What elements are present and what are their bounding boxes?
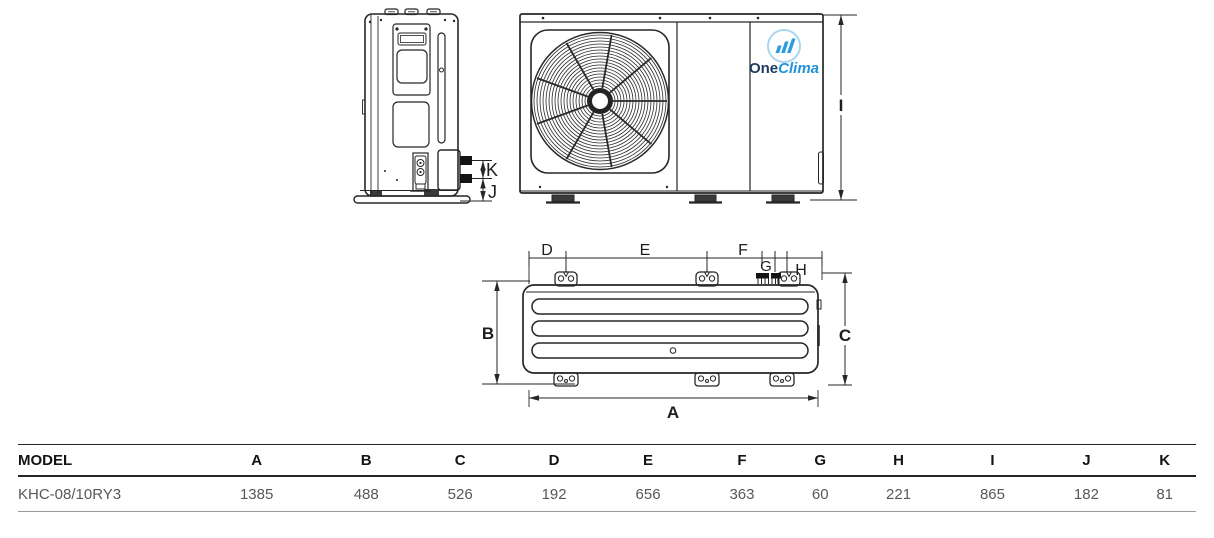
col-header-k: K: [1159, 452, 1171, 469]
cell-c: 526: [447, 486, 473, 503]
col-header-a: A: [251, 452, 263, 469]
cell-k: 81: [1156, 486, 1174, 503]
dim-label-k: K: [486, 160, 498, 180]
col-header-c: C: [454, 452, 466, 469]
dim-label-d: D: [541, 242, 553, 259]
front-view-drawing: OneClima I: [519, 13, 857, 204]
col-header-model: MODEL: [18, 452, 73, 469]
side-view-drawing: K J: [353, 8, 498, 204]
cell-j: 182: [1073, 486, 1099, 503]
dim-label-h: H: [795, 262, 807, 279]
logo-text-clima: Clima: [778, 60, 819, 77]
logo-text: OneClima: [749, 60, 819, 77]
logo-text-one: One: [749, 60, 778, 77]
brand-logo: OneClima: [749, 29, 819, 77]
col-header-d: D: [548, 452, 560, 469]
dim-label-j: J: [488, 182, 497, 202]
dimensions-table: MODEL A B C D E F G H I J K KHC-08/10RY3: [18, 444, 1196, 512]
cell-i: 865: [979, 486, 1005, 503]
logo-bars-icon: [775, 38, 796, 53]
dim-label-i: I: [839, 96, 844, 115]
bottom-feet: [553, 372, 795, 387]
col-header-h: H: [893, 452, 904, 469]
col-header-g: G: [814, 452, 827, 469]
cell-d: 192: [541, 486, 567, 503]
cell-f: 363: [729, 486, 755, 503]
cell-b: 488: [353, 486, 379, 503]
col-header-e: E: [643, 452, 654, 469]
fan-grille: [530, 31, 670, 171]
dim-label-b: B: [482, 324, 494, 343]
dim-label-e: E: [640, 242, 651, 259]
table-header-row: MODEL A B C D E F G H I J K: [18, 444, 1196, 476]
dim-label-c: C: [839, 326, 851, 345]
col-header-j: J: [1082, 452, 1091, 469]
cell-e: 656: [635, 486, 661, 503]
col-header-f: F: [737, 452, 747, 469]
dim-label-a: A: [667, 403, 679, 422]
table-row: KHC-08/10RY3 1385 488 526 192 656 363 60…: [18, 476, 1196, 512]
dim-label-f: F: [738, 242, 748, 259]
cell-model: KHC-08/10RY3: [18, 486, 122, 503]
cell-g: 60: [811, 486, 829, 503]
col-header-i: I: [990, 452, 995, 469]
cell-a: 1385: [239, 486, 274, 503]
plan-view-drawing: D E F G H B C A: [482, 242, 854, 422]
cell-h: 221: [886, 486, 912, 503]
col-header-b: B: [360, 452, 372, 469]
dim-label-g: G: [760, 258, 772, 275]
